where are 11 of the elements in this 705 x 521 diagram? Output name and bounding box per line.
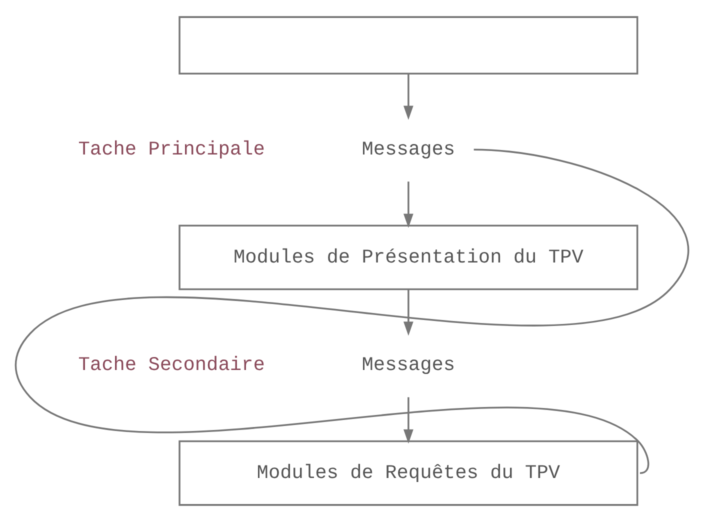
arrow [403, 181, 414, 228]
node-box: Modules de Requêtes du TPV [178, 440, 638, 506]
arrow [403, 396, 414, 444]
node-text: Messages [362, 138, 456, 160]
node-text: Messages [362, 354, 456, 376]
arrow [403, 288, 414, 336]
arrow [403, 74, 414, 120]
label: Tache Secondaire [78, 354, 265, 376]
node-box [178, 16, 638, 74]
label: Tache Principale [78, 138, 265, 160]
node-box: Modules de Présentation du TPV [178, 224, 638, 290]
